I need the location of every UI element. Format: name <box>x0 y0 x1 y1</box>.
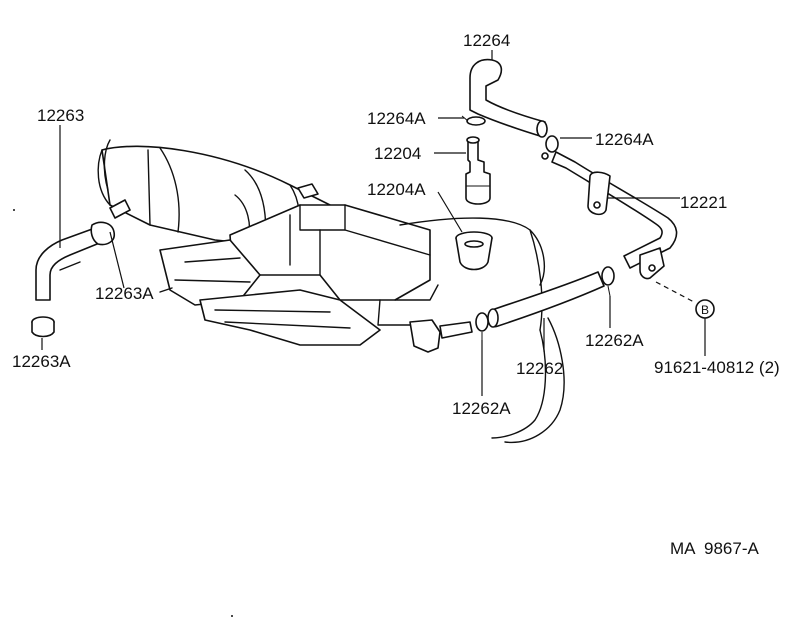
engine-air-intake-assembly <box>59 139 565 444</box>
label-12263A-bottom: 12263A <box>12 352 71 371</box>
label-12262A-bottom: 12262A <box>452 399 511 418</box>
figure-code: MA 9867-A <box>670 539 759 558</box>
bolt-marker-letter: B <box>701 303 709 317</box>
clip-12264A-right <box>541 135 559 160</box>
hose-12264 <box>469 58 548 138</box>
label-12263A-mid: 12263A <box>95 284 154 303</box>
label-12262: 12262 <box>516 359 563 378</box>
label-bolt-91621-40812: 91621-40812 (2) <box>654 358 780 377</box>
clamp-12263A-bottom <box>31 316 55 338</box>
grommet-12204A <box>455 231 493 271</box>
label-12262A-right: 12262A <box>585 331 644 350</box>
clamp-12262A-bottom <box>475 312 489 340</box>
bolt-reference-marker: B <box>655 281 715 356</box>
label-12204A: 12204A <box>367 180 426 199</box>
pipe-12221 <box>551 151 678 280</box>
hose-12262 <box>487 271 605 328</box>
label-12264A-left: 12264A <box>367 109 426 128</box>
clamp-12262A-right <box>601 266 615 297</box>
label-12264A-right: 12264A <box>595 130 654 149</box>
label-12221: 12221 <box>680 193 727 212</box>
label-12204: 12204 <box>374 144 421 163</box>
label-12264: 12264 <box>463 31 510 50</box>
hose-12263 <box>35 199 131 301</box>
clip-12264A-left <box>461 115 486 126</box>
part-labels: 12264 12264A 12264A 12204 12204A 12221 1… <box>12 31 780 558</box>
scan-specks <box>13 209 233 617</box>
leader-lines <box>41 50 680 396</box>
pcv-valve-12204 <box>465 136 491 205</box>
label-12263: 12263 <box>37 106 84 125</box>
